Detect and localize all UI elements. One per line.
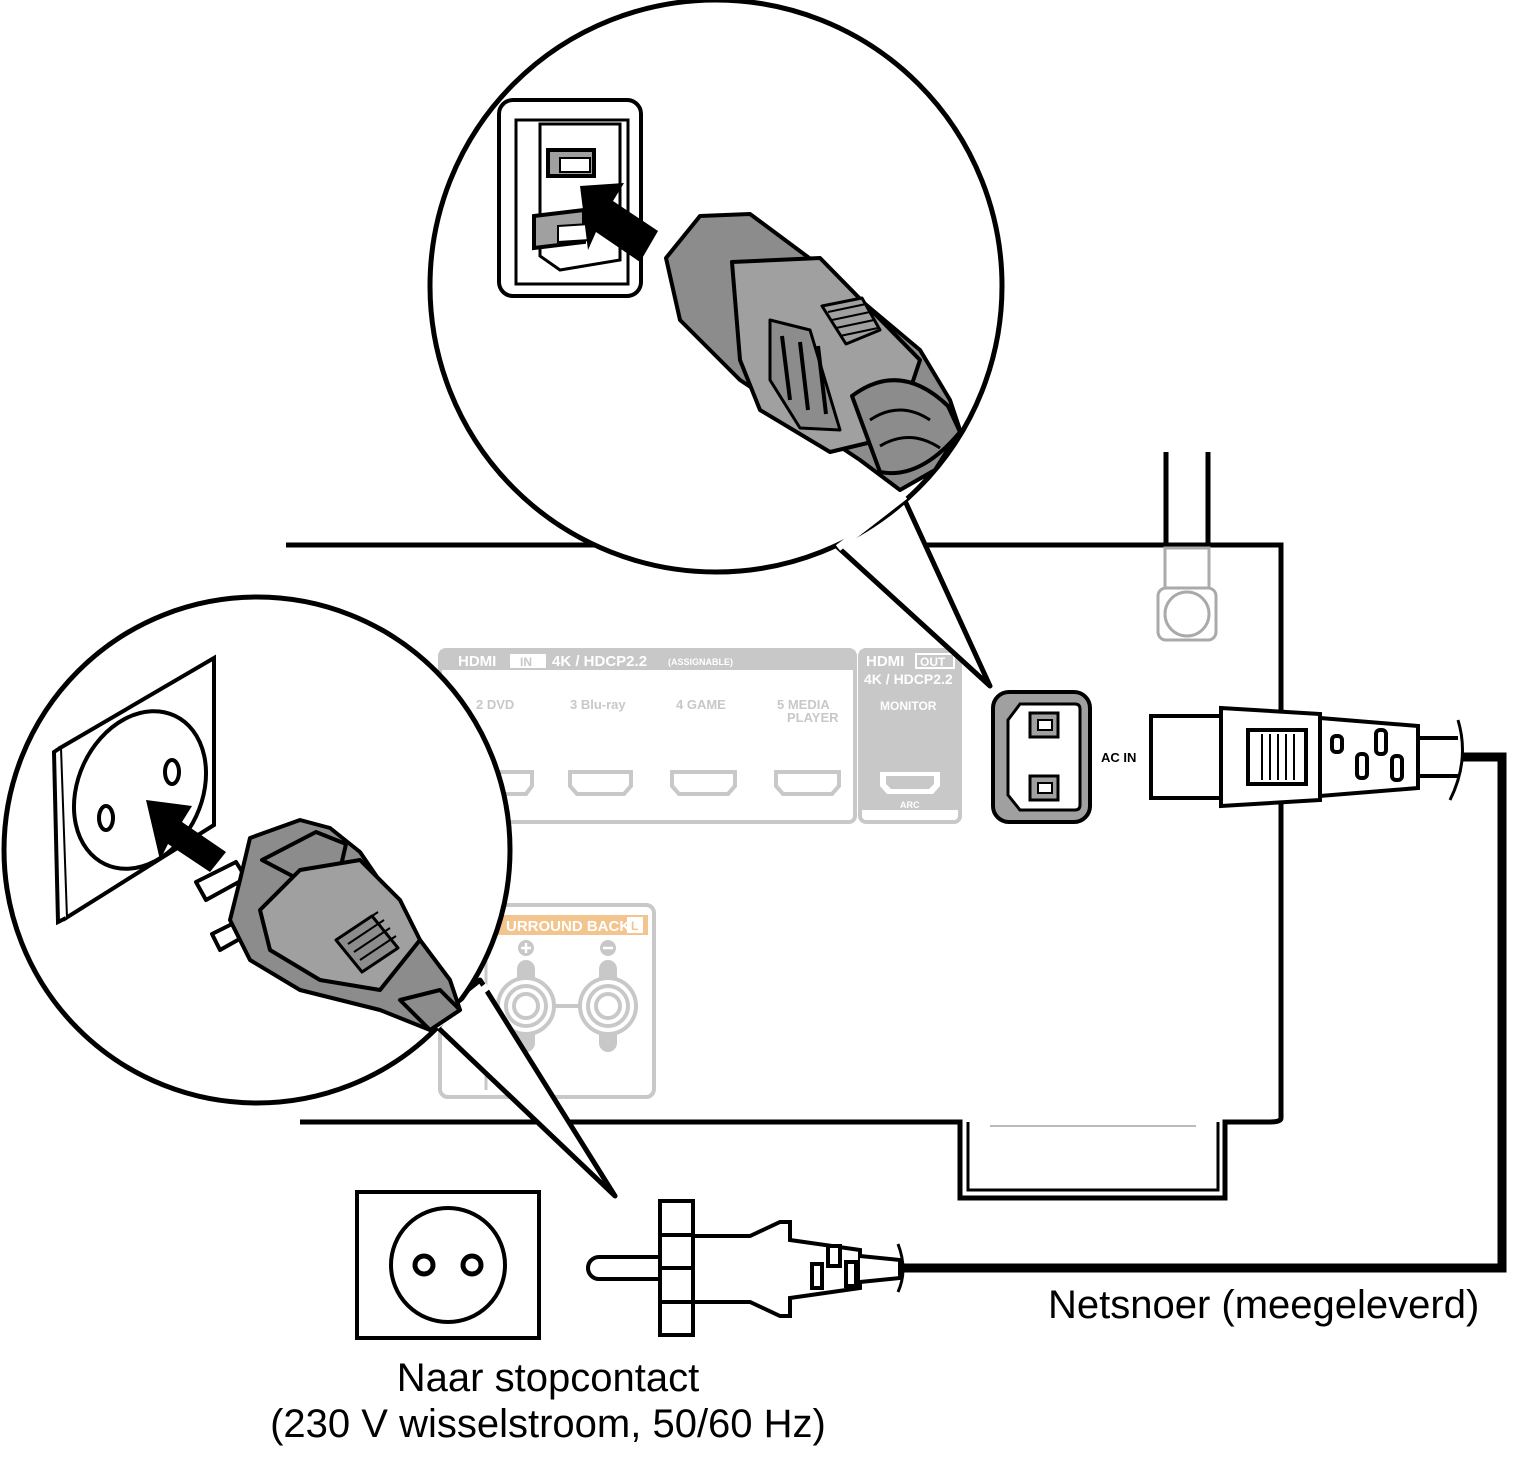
schuko-plug-closeup [194, 818, 462, 1032]
hdmi-input-5-label-line2: PLAYER [787, 710, 839, 725]
hdmi-in-panel: HDMI IN 4K / HDCP2.2 (ASSIGNABLE) 2 DVD … [438, 648, 857, 824]
hdmi-out-tag: OUT [920, 655, 946, 669]
hdmi-input-3-port[interactable] [568, 770, 633, 796]
hdmi-input-5-port[interactable] [774, 770, 841, 796]
wall-outlet [355, 1190, 541, 1340]
hdmi-input-4-label: 4 GAME [676, 697, 726, 712]
ac-in-label: AC IN [1101, 750, 1136, 765]
antenna [1156, 452, 1218, 642]
hdmi-out-spec: 4K / HDCP2.2 [864, 671, 953, 687]
receiver-rear-panel [286, 542, 1284, 1201]
iec-plug-callout [427, 0, 1005, 689]
iec-socket-closeup [497, 98, 643, 298]
hdmi-input-2-label: 2 DVD [476, 697, 514, 712]
hdmi-input-3-label: 3 Blu-ray [570, 697, 626, 712]
outlet-hole-left [412, 1253, 436, 1277]
insert-arrow-icon-left [146, 800, 226, 872]
schuko-plug-callout [1, 594, 618, 1199]
receiver-foot [966, 1122, 1220, 1192]
schuko-power-plug[interactable] [586, 1199, 905, 1337]
hdmi-in-spec: 4K / HDCP2.2 [552, 653, 647, 670]
hdmi-in-tag: IN [520, 655, 532, 669]
wall-outlet-caption-line2: (230 V wisselstroom, 50/60 Hz) [270, 1402, 826, 1446]
iec-power-plug[interactable] [1149, 705, 1464, 809]
surround-back-channel: L [631, 919, 638, 933]
iec-plug-closeup [664, 212, 962, 492]
wall-outlet-caption: Naar stopcontact (230 V wisselstroom, 50… [248, 1355, 848, 1447]
insert-arrow-icon [580, 183, 658, 262]
ac-in-socket[interactable] [991, 690, 1092, 824]
hdmi-out-label: HDMI [866, 653, 904, 670]
wall-outlet-caption-line1: Naar stopcontact [396, 1356, 700, 1400]
hdmi-in-assignable: (ASSIGNABLE) [668, 657, 733, 667]
hdmi-in-label: HDMI [458, 653, 496, 670]
hdmi-input-4-port[interactable] [670, 770, 737, 796]
hdmi-input-5-label-line1: 5 MEDIA [777, 697, 830, 712]
power-cord [902, 752, 1507, 1273]
hdmi-arc-label: ARC [900, 800, 920, 810]
power-cord-caption: Netsnoer (meegeleverd) [1048, 1283, 1480, 1327]
surround-back-label: URROUND BACK [506, 918, 630, 935]
hdmi-out-monitor-label: MONITOR [880, 699, 937, 713]
hdmi-out-panel: HDMI OUT 4K / HDCP2.2 MONITOR ARC [858, 648, 962, 824]
outlet-hole-right [460, 1253, 484, 1277]
